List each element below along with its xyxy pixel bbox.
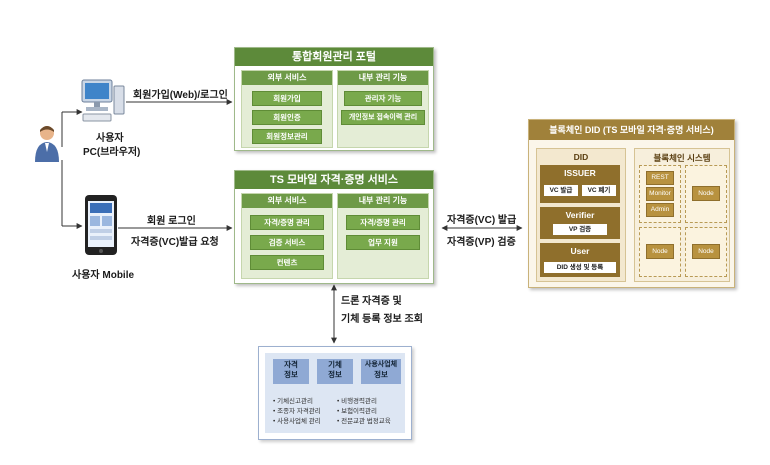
vp-verify-button: VP 검증 (552, 223, 608, 236)
verifier-block: Verifier VP 검증 (540, 207, 620, 239)
ts-mobile-panel: TS 모바일 자격·증명 서비스 외부 서비스 자격/증명 관리 검증 서비스 … (234, 170, 434, 284)
portal-internal-functions: 내부 관리 기능 관리자 기능 개인정보 접속이력 관리 (337, 70, 429, 148)
ts-internal-title: 내부 관리 기능 (338, 194, 428, 208)
ts-contents-item: 컨텐츠 (250, 255, 324, 270)
bullet-left-1: • 기체신고관리 (273, 398, 313, 405)
bullet-left-3: • 사용사업체 관리 (273, 418, 321, 425)
did-section-title: DID (573, 152, 589, 162)
user-mobile-label: 사용자 Mobile (72, 270, 135, 281)
ts-verify-service-item: 검증 서비스 (250, 235, 324, 250)
admin-service: Admin (646, 203, 674, 217)
node-dashbox-3: Node (685, 227, 727, 277)
smartphone-icon (85, 195, 117, 255)
monitor-service: Monitor (646, 187, 674, 201)
aircraft-info-line1: 기체 (328, 360, 342, 369)
vc-revoke-button: VC 폐기 (581, 184, 617, 197)
portal-member-info-item: 회원정보관리 (252, 129, 322, 144)
license-info-cell: 자격 정보 (273, 359, 309, 384)
did-create-button: DID 생성 및 등록 (543, 261, 617, 274)
portal-panel: 통합회원관리 포털 외부 서비스 회원가입 회원인증 회원정보관리 내부 관리 … (234, 47, 434, 151)
drone-arrow-label-2: 기체 등록 정보 조회 (341, 314, 423, 325)
desktop-pc-icon (81, 79, 125, 122)
pc-login-arrow-label: 회원가입(Web)/로그인 (133, 90, 228, 101)
did-arrow-label-1: 자격증(VC) 발급 (447, 215, 517, 226)
bullet-left-3-text: 사용사업체 관리 (277, 418, 321, 425)
bullet-right-1-text: 비행경력관리 (341, 398, 377, 405)
operator-info-line1: 사용사업체 (364, 361, 398, 368)
rest-service: REST (646, 171, 674, 185)
portal-external-title: 외부 서비스 (242, 71, 332, 85)
drone-registry-panel: 자격 정보 기체 정보 사용사업체 정보 • 기체신고관리 • 조종자 자격관리… (258, 346, 412, 440)
ts-work-support-item: 업무 지원 (346, 235, 420, 250)
blockchain-system-title: 블록체인 시스템 (653, 153, 711, 163)
node-dashbox-2: Node (639, 227, 681, 277)
node-2: Node (646, 244, 674, 259)
bullet-left-1-text: 기체신고관리 (277, 398, 313, 405)
portal-signup-item: 회원가입 (252, 91, 322, 106)
issuer-block: ISSUER VC 발급 VC 폐기 (540, 165, 620, 203)
did-section: DID ISSUER VC 발급 VC 폐기 Verifier VP 검증 Us… (536, 148, 626, 282)
blockchain-system-section: 블록체인 시스템 REST Monitor Admin Node Node No… (634, 148, 730, 282)
bullet-right-1: • 비행경력관리 (337, 398, 377, 405)
ts-external-services: 외부 서비스 자격/증명 관리 검증 서비스 컨텐츠 (241, 193, 333, 279)
ts-external-title: 외부 서비스 (242, 194, 332, 208)
ts-internal-credential-item: 자격/증명 관리 (346, 215, 420, 230)
bullet-left-2-text: 조종자 자격관리 (277, 408, 321, 415)
vc-issue-button: VC 발급 (543, 184, 579, 197)
drone-arrow-label-1: 드론 자격증 및 (341, 296, 402, 307)
operator-info-line2: 정보 (374, 370, 388, 379)
blockchain-did-panel: 블록체인 DID (TS 모바일 자격·증명 서비스) DID ISSUER V… (528, 119, 735, 288)
ts-credential-mgmt-item: 자격/증명 관리 (250, 215, 324, 230)
bullet-right-2: • 보험이력관리 (337, 408, 377, 415)
aircraft-info-line2: 정보 (328, 370, 342, 379)
license-info-line2: 정보 (284, 370, 298, 379)
mobile-arrow-label-1: 회원 로그인 (147, 216, 196, 227)
portal-access-log-item: 개인정보 접속이력 관리 (341, 110, 425, 125)
portal-auth-item: 회원인증 (252, 110, 322, 125)
aircraft-info-cell: 기체 정보 (317, 359, 353, 384)
bullet-left-2: • 조종자 자격관리 (273, 408, 321, 415)
node-3: Node (692, 244, 720, 259)
issuer-title: ISSUER (564, 168, 596, 178)
license-info-line1: 자격 (284, 360, 298, 369)
portal-admin-item: 관리자 기능 (344, 91, 422, 106)
mobile-arrow-label-2: 자격증(VC)발급 요청 (131, 237, 219, 248)
drone-registry-inner: 자격 정보 기체 정보 사용사업체 정보 • 기체신고관리 • 조종자 자격관리… (265, 353, 405, 433)
bullet-right-3-text: 전문교관 법정교육 (341, 418, 391, 425)
bullet-right-3: • 전문교관 법정교육 (337, 418, 391, 425)
user-block: User DID 생성 및 등록 (540, 243, 620, 277)
node-1: Node (692, 186, 720, 201)
portal-internal-title: 내부 관리 기능 (338, 71, 428, 85)
blockchain-did-title: 블록체인 DID (TS 모바일 자격·증명 서비스) (529, 120, 734, 140)
user-pc-label-1: 사용자 (96, 133, 124, 144)
user-person-icon (35, 126, 59, 162)
user-title: User (570, 246, 590, 256)
verifier-title: Verifier (565, 210, 595, 220)
ts-internal-functions: 내부 관리 기능 자격/증명 관리 업무 지원 (337, 193, 429, 279)
ts-mobile-title: TS 모바일 자격·증명 서비스 (235, 171, 433, 189)
service-dashbox: REST Monitor Admin (639, 165, 681, 223)
user-pc-label-2: PC(브라우저) (83, 147, 141, 158)
portal-external-services: 외부 서비스 회원가입 회원인증 회원정보관리 (241, 70, 333, 148)
bullet-right-2-text: 보험이력관리 (341, 408, 377, 415)
did-arrow-label-2: 자격증(VP) 검증 (447, 237, 516, 248)
portal-title: 통합회원관리 포털 (235, 48, 433, 66)
operator-info-cell: 사용사업체 정보 (361, 359, 401, 384)
node-dashbox-1: Node (685, 165, 727, 223)
